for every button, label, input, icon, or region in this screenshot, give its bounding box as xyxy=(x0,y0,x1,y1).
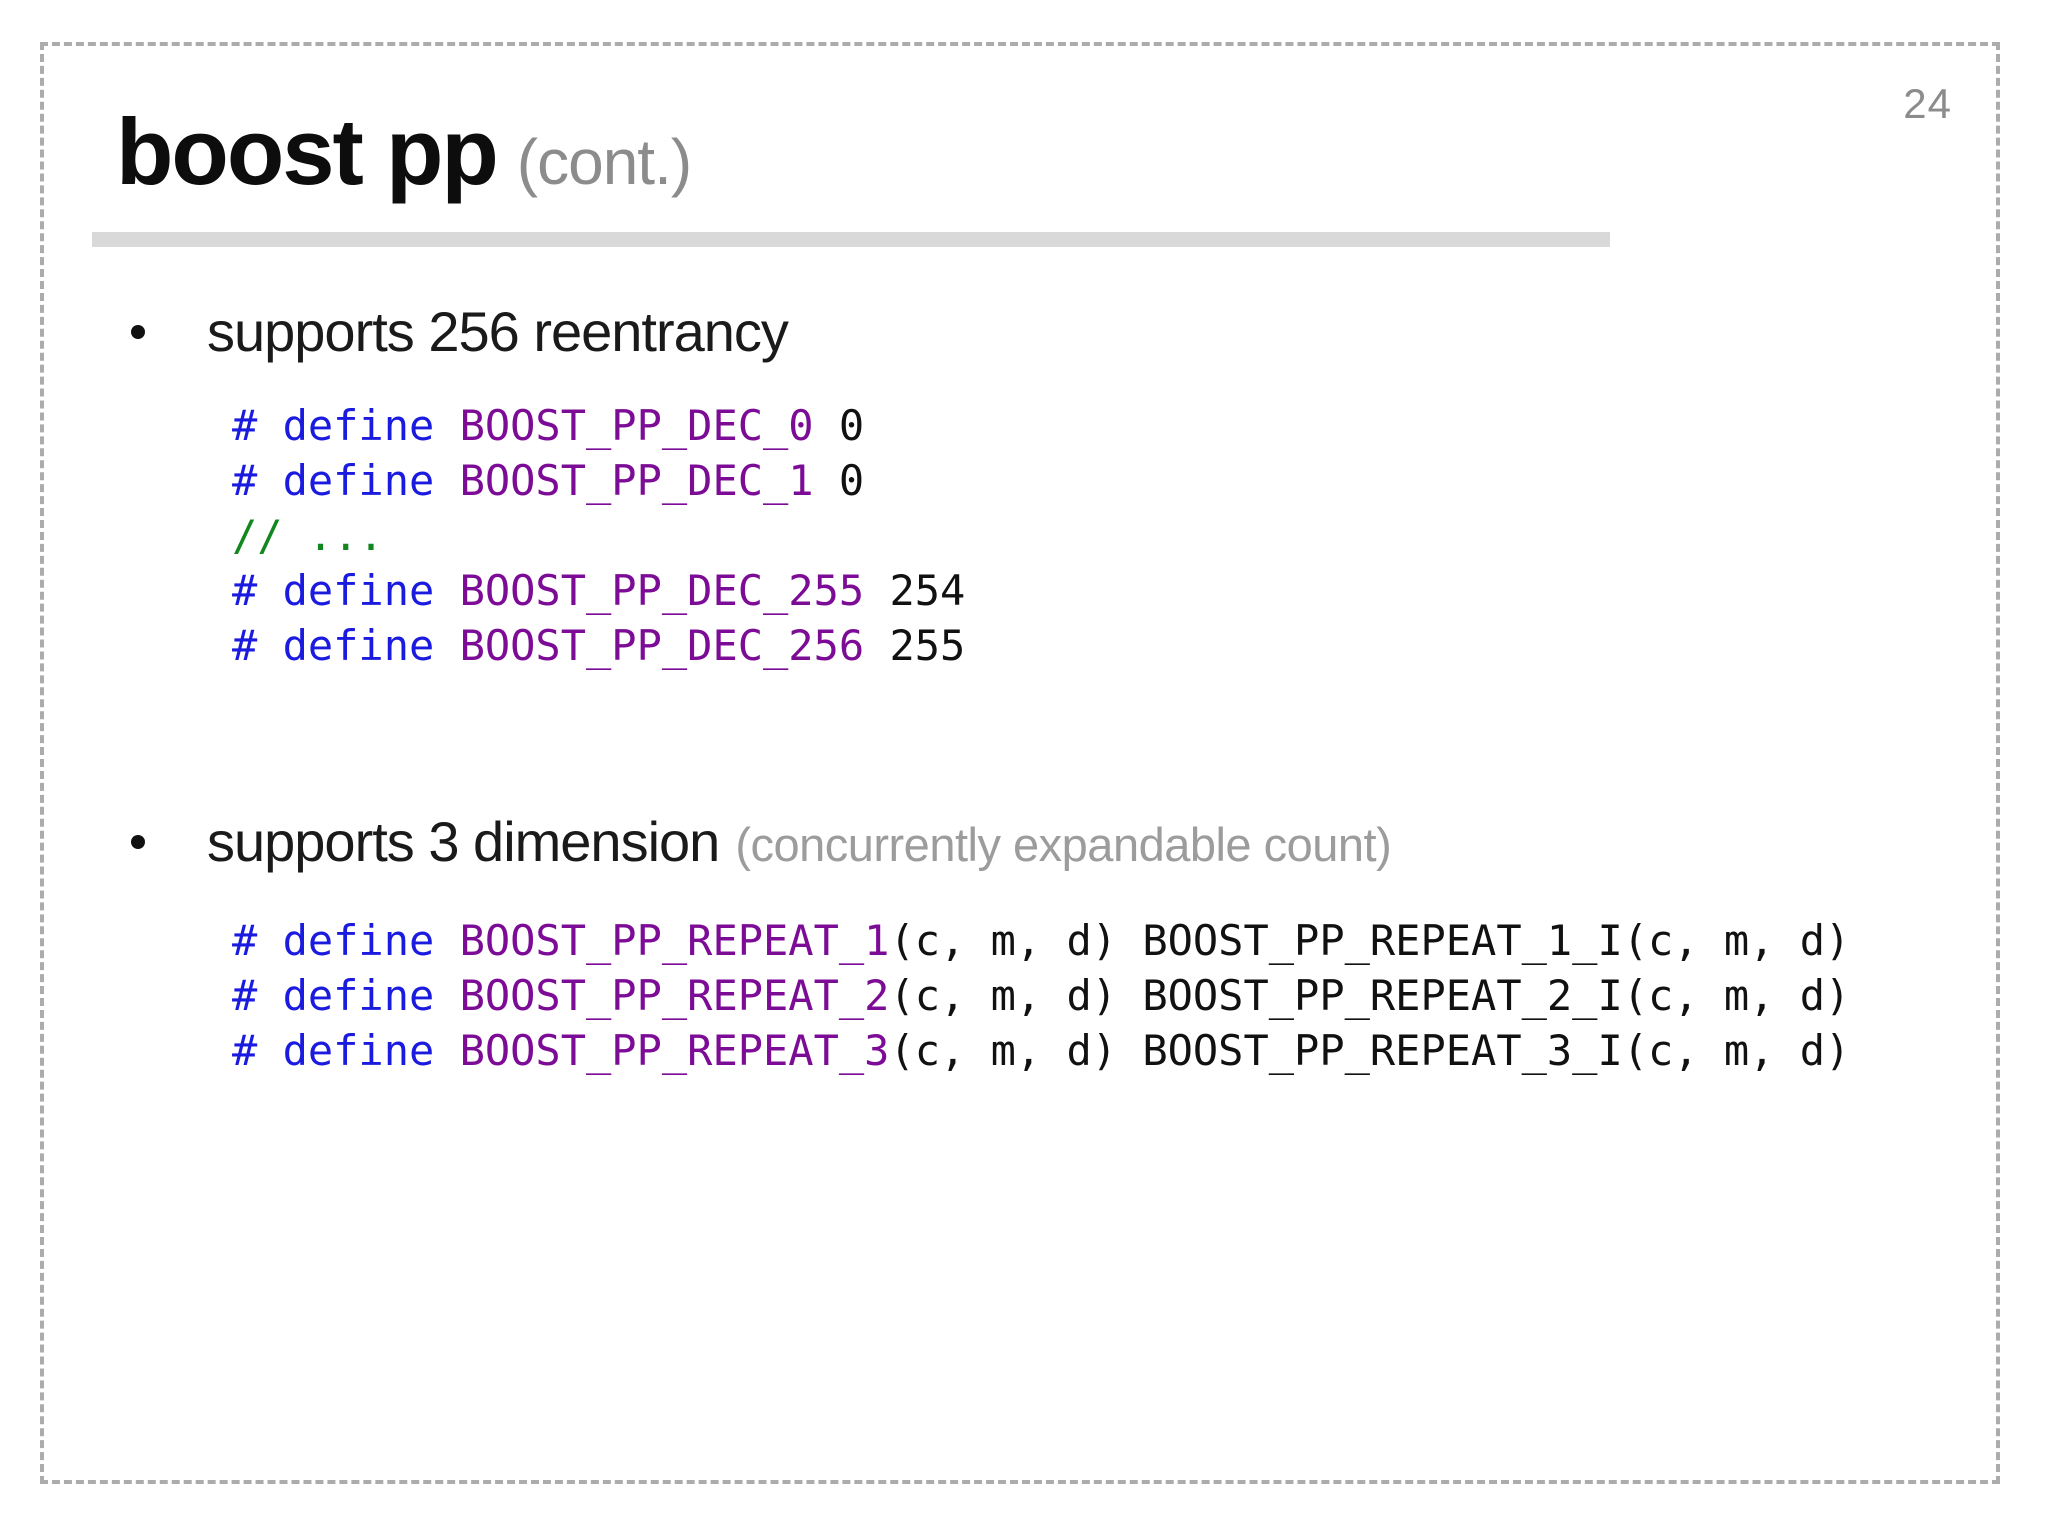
code-segment-keyword: # define xyxy=(232,456,460,505)
code-segment-keyword: # define xyxy=(232,621,460,670)
code-segment-plain: (c, m, d) BOOST_PP_REPEAT_1_I(c, m, d) xyxy=(889,916,1851,965)
bullet-item: supports 256 reentrancy xyxy=(131,300,789,363)
code-line: # define BOOST_PP_DEC_1 0 xyxy=(232,453,965,508)
code-segment-plain: 0 xyxy=(813,456,865,505)
code-segment-macro: BOOST_PP_DEC_256 xyxy=(459,621,865,670)
code-line: # define BOOST_PP_REPEAT_1(c, m, d) BOOS… xyxy=(232,913,1850,968)
code-segment-keyword: # define xyxy=(232,916,460,965)
code-line: // ... xyxy=(232,508,965,563)
code-segment-plain: (c, m, d) BOOST_PP_REPEAT_2_I(c, m, d) xyxy=(889,971,1851,1020)
code-segment-macro: BOOST_PP_REPEAT_1 xyxy=(459,916,890,965)
code-line: # define BOOST_PP_REPEAT_3(c, m, d) BOOS… xyxy=(232,1023,1850,1078)
code-line: # define BOOST_PP_DEC_256 255 xyxy=(232,618,965,673)
code-segment-plain: (c, m, d) BOOST_PP_REPEAT_3_I(c, m, d) xyxy=(889,1026,1851,1075)
code-segment-plain: 0 xyxy=(813,401,865,450)
bullet-text: supports 3 dimension xyxy=(207,810,720,873)
code-segment-comment: // ... xyxy=(232,511,384,560)
code-segment-keyword: # define xyxy=(232,1026,460,1075)
code-block: # define BOOST_PP_DEC_0 0# define BOOST_… xyxy=(232,398,965,673)
code-line: # define BOOST_PP_DEC_0 0 xyxy=(232,398,965,453)
bullet-dot xyxy=(131,835,145,849)
bullet-item: supports 3 dimension (concurrently expand… xyxy=(131,810,1392,873)
page-number: 24 xyxy=(1903,80,1952,127)
code-line: # define BOOST_PP_REPEAT_2(c, m, d) BOOS… xyxy=(232,968,1850,1023)
code-line: # define BOOST_PP_DEC_255 254 xyxy=(232,563,965,618)
code-segment-macro: BOOST_PP_REPEAT_2 xyxy=(459,971,890,1020)
slide: 24 boost pp(cont.) supports 256 reentran… xyxy=(40,42,2000,1484)
code-segment-plain: 254 xyxy=(864,566,966,615)
title-underline xyxy=(92,232,1610,247)
code-segment-keyword: # define xyxy=(232,401,460,450)
bullet-text: supports 256 reentrancy xyxy=(207,300,789,363)
code-segment-macro: BOOST_PP_DEC_255 xyxy=(459,566,865,615)
title-suffix: (cont.) xyxy=(516,126,692,198)
code-segment-macro: BOOST_PP_REPEAT_3 xyxy=(459,1026,890,1075)
code-block: # define BOOST_PP_REPEAT_1(c, m, d) BOOS… xyxy=(232,913,1850,1078)
code-segment-macro: BOOST_PP_DEC_0 xyxy=(459,401,814,450)
bullet-dot xyxy=(131,325,145,339)
code-segment-plain: 255 xyxy=(864,621,966,670)
title-main: boost pp xyxy=(116,99,499,204)
slide-title: boost pp(cont.) xyxy=(116,98,692,206)
code-segment-keyword: # define xyxy=(232,971,460,1020)
code-segment-macro: BOOST_PP_DEC_1 xyxy=(459,456,814,505)
code-segment-keyword: # define xyxy=(232,566,460,615)
bullet-note: (concurrently expandable count) xyxy=(735,818,1392,871)
